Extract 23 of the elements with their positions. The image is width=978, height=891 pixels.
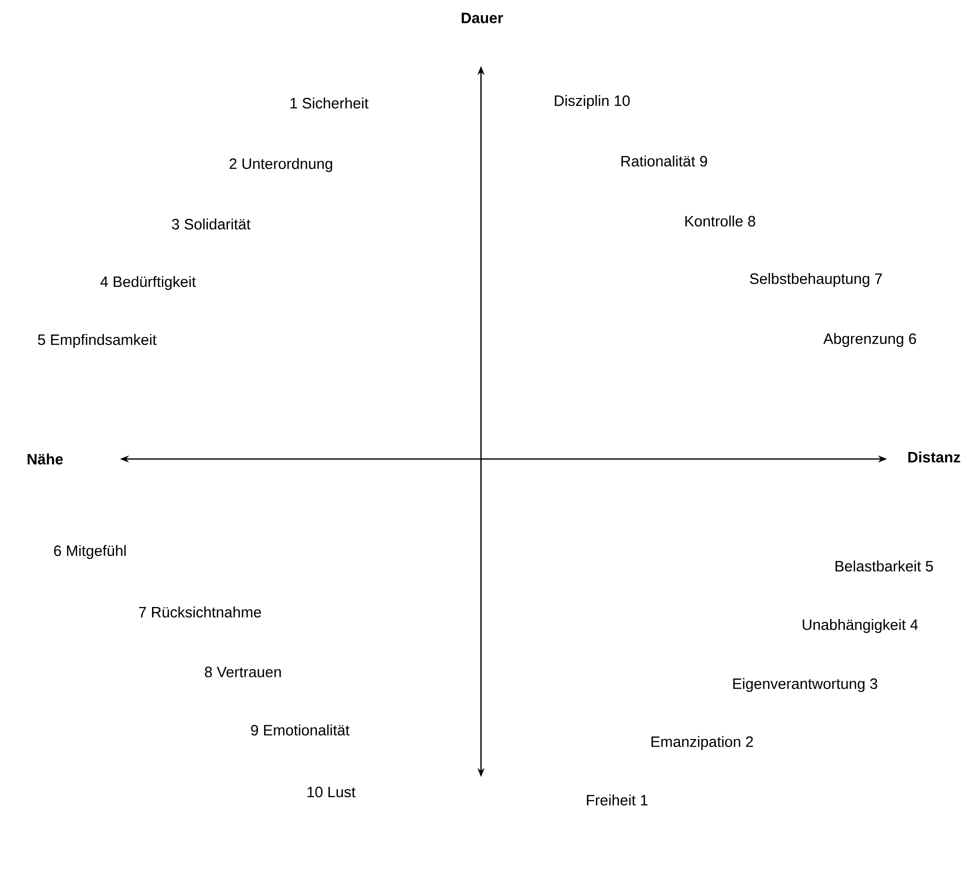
value-label: 7 Rücksichtnahme bbox=[139, 606, 261, 618]
value-label: 9 Emotionalität bbox=[251, 724, 350, 736]
value-label: 5 Empfindsamkeit bbox=[38, 334, 156, 348]
value-label: Selbstbehauptung 7 bbox=[750, 273, 882, 287]
value-label: Disziplin 10 bbox=[554, 95, 630, 109]
value-label: Kontrolle 8 bbox=[685, 216, 756, 226]
value-label: 8 Vertrauen bbox=[204, 666, 281, 678]
value-label: 1 Sicherheit bbox=[290, 98, 368, 108]
value-label: Rationalität 9 bbox=[621, 156, 708, 166]
axis-title: Nähe bbox=[28, 454, 63, 464]
value-label: 3 Solidarität bbox=[172, 218, 250, 230]
axis-title: Distanz bbox=[908, 452, 960, 462]
value-label: Belastbarkeit 5 bbox=[836, 560, 933, 572]
value-label: 6 Mitgefühl bbox=[54, 545, 126, 559]
value-label: Freiheit 1 bbox=[586, 794, 648, 806]
value-label: Eigenverantwortung 3 bbox=[733, 678, 878, 692]
value-label: Abgrenzung 6 bbox=[823, 333, 916, 347]
axis-title: Dauer bbox=[462, 12, 504, 24]
value-label: Unabhängigkeit 4 bbox=[802, 619, 918, 633]
value-label: 4 Bedürftigkeit bbox=[100, 276, 196, 290]
value-label: 2 Unterordnung bbox=[230, 158, 332, 172]
value-label: 10 Lust bbox=[308, 786, 356, 798]
value-label: Emanzipation 2 bbox=[652, 736, 753, 750]
